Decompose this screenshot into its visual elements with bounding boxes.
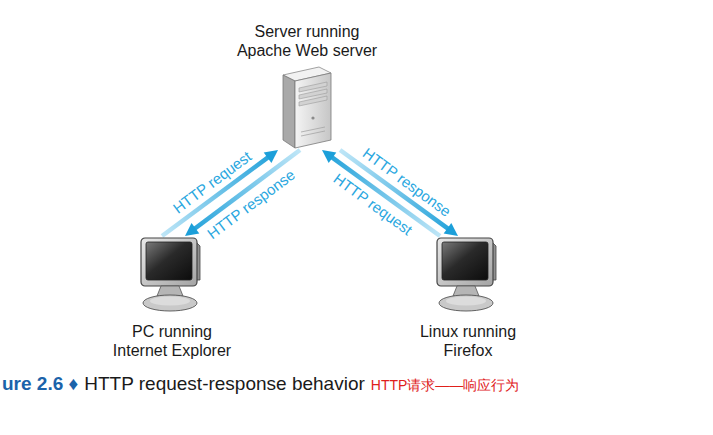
host-node: PC running Internet Explorer xyxy=(105,236,240,360)
host-node: Server running Apache Web server xyxy=(226,22,388,150)
arrow-head xyxy=(264,150,278,163)
host-node: Linux running Firefox xyxy=(408,236,528,360)
host-label: PC running Internet Explorer xyxy=(110,322,235,360)
arrow-head xyxy=(444,223,458,236)
arrow-head xyxy=(185,223,199,236)
host-label: Server running Apache Web server xyxy=(231,22,383,60)
translation-note: HTTP请求——响应行为 xyxy=(371,377,520,395)
figure-number: ure 2.6 ♦ xyxy=(2,373,78,395)
caption-row: ure 2.6 ♦ HTTP request-response behavior H… xyxy=(2,373,519,395)
figure-caption: HTTP request-response behavior xyxy=(84,373,365,395)
computer-icon xyxy=(136,236,208,314)
host-label: Linux running Firefox xyxy=(413,322,523,360)
arrow-head xyxy=(322,150,336,163)
server-icon xyxy=(281,66,333,150)
computer-icon xyxy=(432,236,504,314)
